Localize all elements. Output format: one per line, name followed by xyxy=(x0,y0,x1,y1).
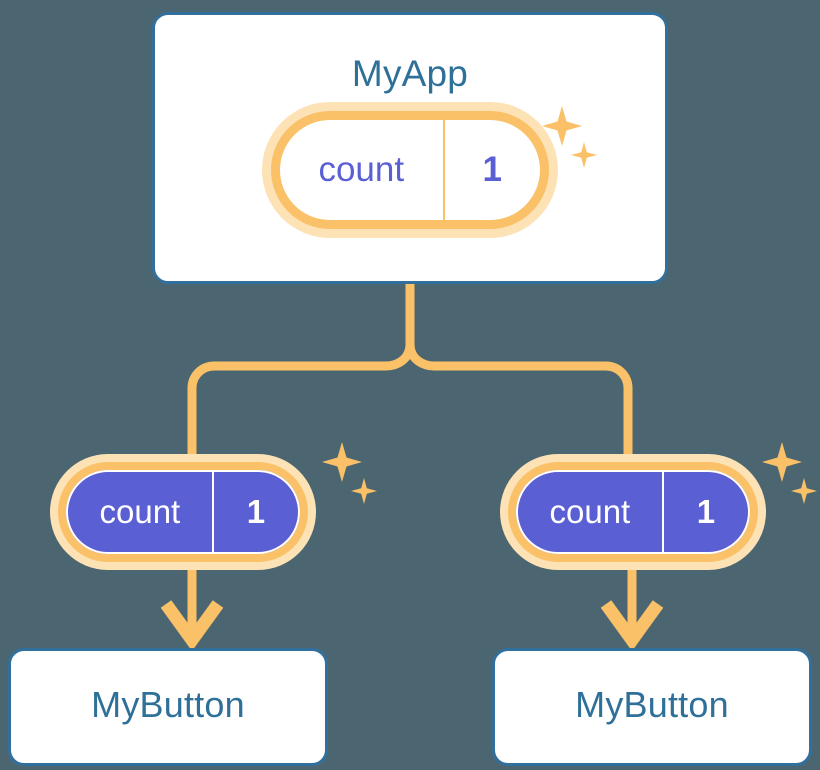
state-pill-body: count 1 xyxy=(508,462,758,562)
state-value-label: 1 xyxy=(213,470,300,554)
component-card-mybutton-right[interactable]: MyButton xyxy=(492,648,812,766)
state-key-label: count xyxy=(516,470,664,554)
component-title: MyButton xyxy=(91,684,245,725)
arrow-head-left xyxy=(160,600,224,652)
state-pill-body: count 1 xyxy=(58,462,308,562)
arrow-head-right xyxy=(600,600,664,652)
component-title: MyButton xyxy=(575,684,729,725)
state-key-label: count xyxy=(66,470,214,554)
state-value-label: 1 xyxy=(663,470,750,554)
page-title: MyApp xyxy=(351,53,469,94)
state-value-label: 1 xyxy=(442,120,541,220)
component-card-mybutton-left[interactable]: MyButton xyxy=(8,648,328,766)
state-pill-right[interactable]: count 1 xyxy=(508,462,758,562)
connector-fork-right xyxy=(405,343,633,470)
state-pill-left[interactable]: count 1 xyxy=(58,462,308,562)
state-pill-myapp[interactable]: count 1 xyxy=(271,111,549,229)
connector-fork xyxy=(187,343,415,470)
state-key-label: count xyxy=(318,150,405,189)
state-pill-body: count 1 xyxy=(271,111,549,229)
